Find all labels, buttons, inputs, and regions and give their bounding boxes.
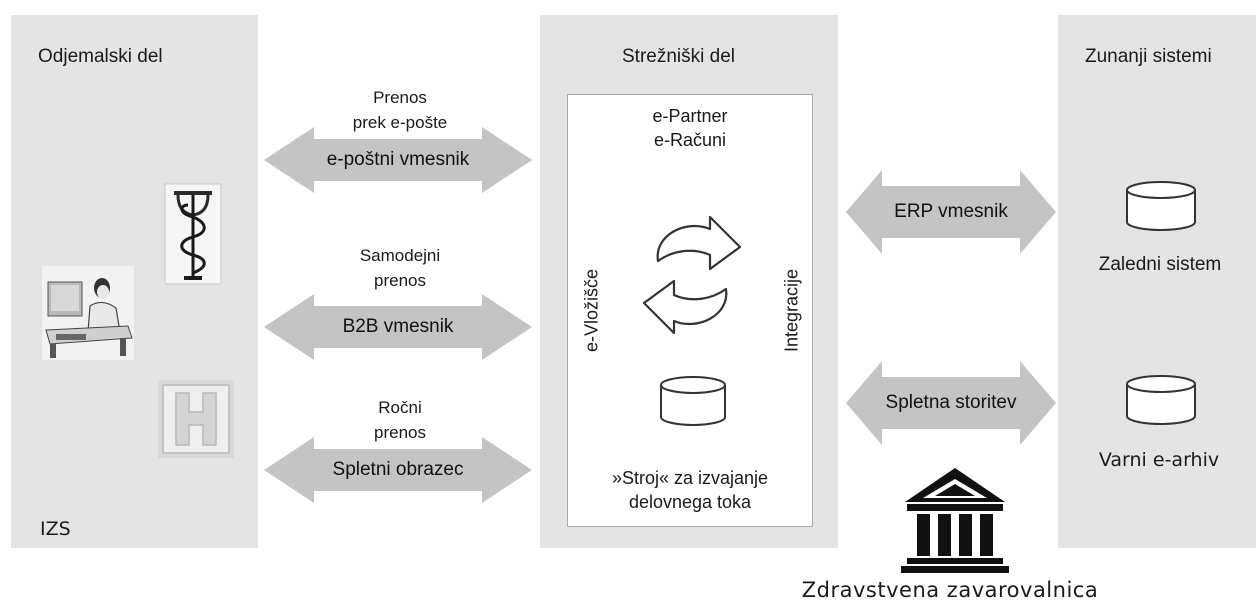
server-database-icon [659,375,727,427]
sync-arrows-icon [636,205,748,345]
backend-database-icon [1125,180,1197,232]
channel-b2b-caption-line2: prenos [374,271,426,290]
b2b-interface-label: B2B vmesnik [342,316,454,337]
hospital-h-icon [158,380,234,458]
channel-email-caption-line2: prek e-pošte [352,113,448,132]
channel-email-caption-line1: Prenos [373,88,427,107]
backend-system-label: Zaledni sistem [1098,254,1222,275]
web-form-label: Spletni obrazec [332,459,464,480]
channel-b2b-caption-line1: Samodejni [359,246,441,265]
channel-manual-caption-line1: Ročni [378,398,422,417]
client-footer-label: IZS [40,518,71,540]
e-inbox-vertical-label: e-Vložišče [581,268,602,353]
erp-interface-arrow: ERP vmesnik [846,170,1056,254]
channel-manual-caption: Ročni prenos [320,395,480,445]
insurer-label: Zdravstvena zavarovalnica [801,578,1099,602]
channel-manual-caption-line2: prenos [374,423,426,442]
integrations-vertical-label: Integracije [781,268,802,353]
external-panel [1058,15,1256,548]
partner-block: e-Partner e-Računi [567,104,813,152]
erp-interface-label: ERP vmesnik [894,201,1008,222]
email-interface-arrow: e-poštni vmesnik [264,127,532,193]
web-form-arrow: Spletni obrazec [264,437,532,503]
workflow-engine-line-2: delovnega toka [628,492,752,512]
channel-b2b-caption: Samodejni prenos [320,243,480,293]
workflow-engine-label: »Stroj« za izvajanje delovnega toka [567,466,813,514]
caduceus-icon [164,183,222,285]
person-at-desk-icon [42,266,134,360]
institution-building-icon [899,466,1011,574]
channel-email-caption: Prenos prek e-pošte [320,85,480,135]
secure-archive-label: Varni e-arhiv [1098,449,1220,471]
workflow-engine-line-1: »Stroj« za izvajanje [611,468,769,488]
archive-database-icon [1125,374,1197,426]
web-service-label: Spletna storitev [885,392,1017,413]
partner-line-1: e-Partner [652,106,728,126]
partner-line-2: e-Računi [653,130,727,150]
client-panel-title: Odjemalski del [38,46,163,67]
external-panel-title: Zunanji sistemi [1085,46,1212,67]
server-panel-title: Strežniški del [622,46,735,67]
web-service-arrow: Spletna storitev [846,361,1056,445]
b2b-interface-arrow: B2B vmesnik [264,294,532,360]
email-interface-label: e-poštni vmesnik [326,149,470,170]
